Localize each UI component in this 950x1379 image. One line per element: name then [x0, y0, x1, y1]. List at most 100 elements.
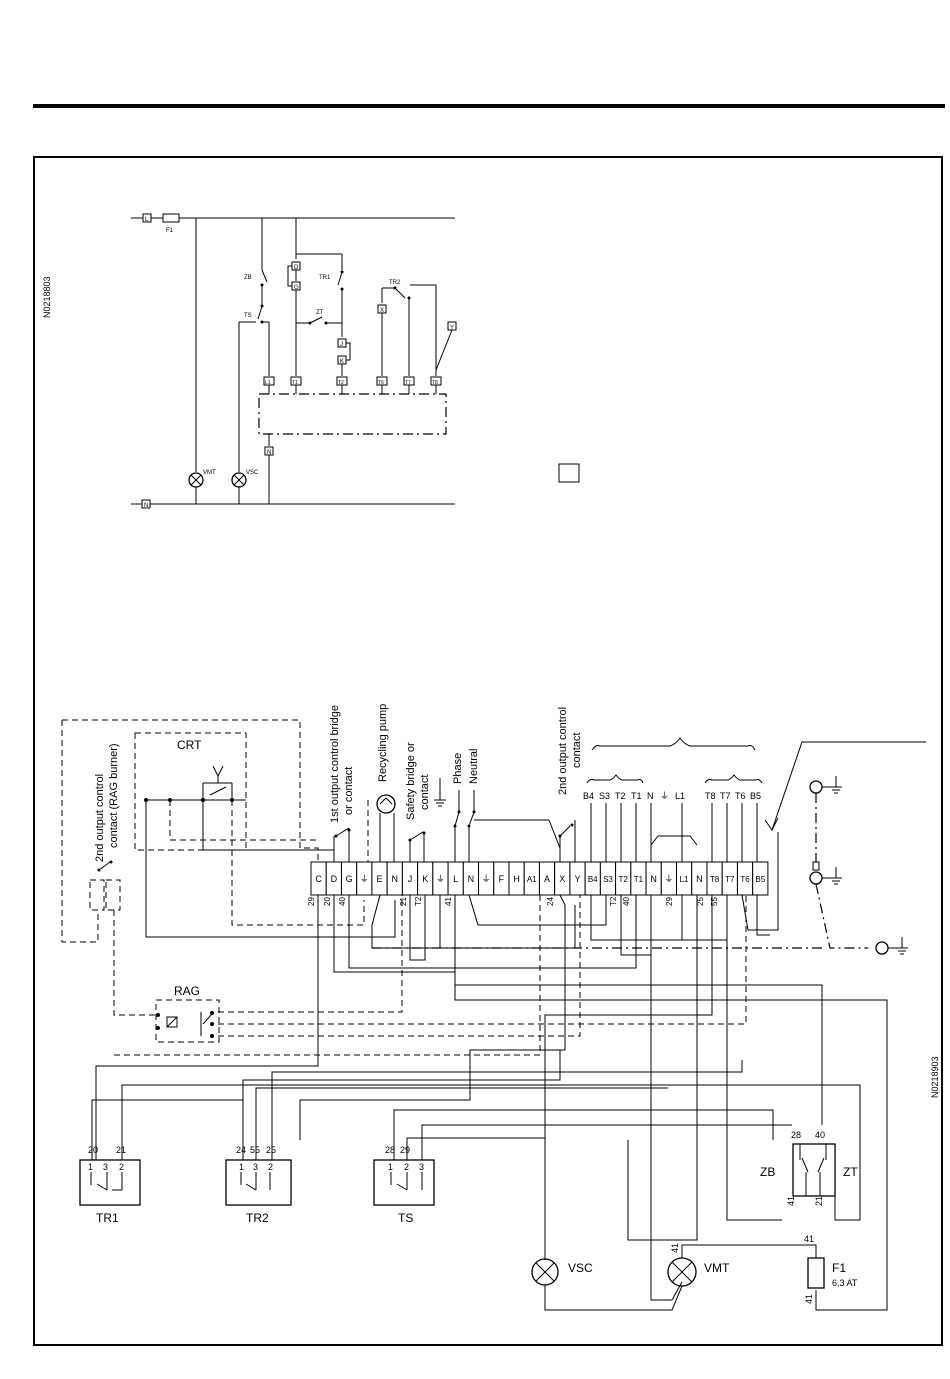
- wire-number: 55: [710, 897, 719, 906]
- terminal-label: ⏚: [664, 874, 673, 884]
- svg-text:2: 2: [119, 1162, 124, 1172]
- label-2nd-output-1: 2nd output control: [557, 707, 569, 795]
- schematic-code: N0218803: [42, 276, 52, 318]
- wire-number: 24: [546, 897, 555, 906]
- svg-text:1: 1: [88, 1162, 93, 1172]
- wire-number: T2: [609, 896, 618, 906]
- strip-labels-b: T8 T7 T6 B5: [705, 791, 761, 801]
- label-crt: CRT: [177, 738, 202, 752]
- svg-text:2: 2: [268, 1162, 273, 1172]
- label-tr1: TR1: [96, 1211, 119, 1225]
- wire-number: 21: [399, 897, 408, 906]
- label-2nd-output-2: contact: [571, 733, 583, 768]
- terminal-label: D: [331, 874, 338, 884]
- svg-text:T8: T8: [705, 791, 716, 801]
- label-2nd-output-rag-2: contact (RAG burner): [108, 743, 120, 848]
- ts-box: [373, 1159, 435, 1206]
- svg-text:1: 1: [388, 1162, 393, 1172]
- strip-labels-a: B4 S3 T2 T1 N ⏚ L1: [583, 791, 685, 801]
- sch-terminal-t2: T2: [338, 380, 344, 386]
- sch-tr1-label: TR1: [319, 275, 331, 281]
- svg-text:N: N: [647, 791, 654, 801]
- svg-text:1: 1: [239, 1162, 244, 1172]
- sch-terminal-n2: N: [267, 450, 271, 456]
- terminal-label: K: [422, 874, 428, 884]
- wire-number: 25: [696, 897, 705, 906]
- terminal-label: T6: [740, 875, 750, 884]
- svg-text:28: 28: [791, 1130, 801, 1140]
- terminal-label: T7: [725, 875, 735, 884]
- earth-ring-3: [875, 941, 889, 955]
- svg-text:28: 28: [385, 1145, 395, 1155]
- drawing-frame: [33, 156, 943, 1346]
- terminal-label: C: [315, 874, 322, 884]
- svg-text:3: 3: [103, 1162, 108, 1172]
- label-ts: TS: [398, 1211, 413, 1225]
- svg-text:2: 2: [404, 1162, 409, 1172]
- svg-text:⏚: ⏚: [660, 791, 669, 801]
- label-safety-2: contact: [419, 775, 431, 810]
- terminal-label: B4: [588, 875, 598, 884]
- zb-zt-box: [792, 1143, 836, 1197]
- fuse-f1-symbol: [162, 213, 180, 223]
- label-1st-output-2: or contact: [343, 767, 355, 815]
- terminal-label: X: [559, 874, 565, 884]
- recycling-pump-symbol: [376, 794, 396, 814]
- crt-box: [134, 732, 247, 851]
- sch-ts-label: TS: [244, 313, 252, 319]
- terminal-label: N: [392, 874, 399, 884]
- label-2nd-output-rag-1: 2nd output control: [94, 774, 106, 862]
- svg-text:29: 29: [400, 1145, 410, 1155]
- label-vmt: VMT: [704, 1261, 730, 1275]
- terminal-label: ⏚: [482, 874, 491, 884]
- label-tr2: TR2: [246, 1211, 269, 1225]
- wire-number: 41: [444, 897, 453, 906]
- label-recycling-pump: Recycling pump: [377, 704, 389, 782]
- sch-terminal-j: J: [340, 342, 343, 348]
- terminal-label: T1: [634, 875, 644, 884]
- svg-text:41: 41: [804, 1294, 814, 1304]
- svg-text:B5: B5: [750, 791, 761, 801]
- svg-text:T1: T1: [631, 791, 642, 801]
- wire-number: T2: [414, 896, 423, 906]
- wiring-code: N0218903: [930, 1056, 940, 1098]
- sch-terminal-t7: T7: [405, 380, 411, 386]
- terminal-label: H: [513, 874, 520, 884]
- terminal-label: S3: [603, 875, 613, 884]
- svg-text:T6: T6: [735, 791, 746, 801]
- label-fuse-rating: 6,3 AT: [832, 1278, 858, 1288]
- wire-number: 29: [307, 897, 316, 906]
- terminal-label: F: [499, 874, 505, 884]
- label-f1: F1: [832, 1261, 846, 1275]
- tr2-box: [225, 1159, 292, 1206]
- sch-terminal-g: G: [294, 285, 299, 291]
- terminal-label: B5: [755, 875, 765, 884]
- wire-number: 20: [323, 897, 332, 906]
- label-rag: RAG: [174, 984, 200, 998]
- svg-text:S3: S3: [599, 791, 610, 801]
- sch-terminal-t1: T1: [292, 380, 298, 386]
- sch-terminal-d: D: [294, 265, 299, 271]
- sch-terminal-l: L: [145, 217, 149, 223]
- terminal-label: L1: [680, 875, 689, 884]
- terminal-label: A1: [527, 875, 537, 884]
- terminal-label: E: [377, 874, 383, 884]
- svg-text:21: 21: [116, 1145, 126, 1155]
- terminal-label: A: [544, 874, 550, 884]
- sch-terminal-t6: T6: [378, 380, 384, 386]
- svg-text:41: 41: [804, 1234, 814, 1244]
- sch-vmt-label: VMT: [203, 470, 216, 476]
- svg-text:21: 21: [814, 1196, 824, 1206]
- terminal-label: L: [453, 874, 458, 884]
- terminal-label: ⏚: [436, 874, 445, 884]
- sch-terminal-y: Y: [450, 325, 454, 331]
- terminal-label: T2: [619, 875, 629, 884]
- terminal-label: J: [408, 874, 413, 884]
- terminal-label: N: [650, 874, 657, 884]
- sch-zt-label: ZT: [316, 310, 324, 316]
- terminal-label: T8: [710, 875, 720, 884]
- sch-terminal-t8: T8: [432, 380, 438, 386]
- sch-f1-label: F1: [166, 228, 174, 234]
- label-zb: ZB: [760, 1165, 775, 1179]
